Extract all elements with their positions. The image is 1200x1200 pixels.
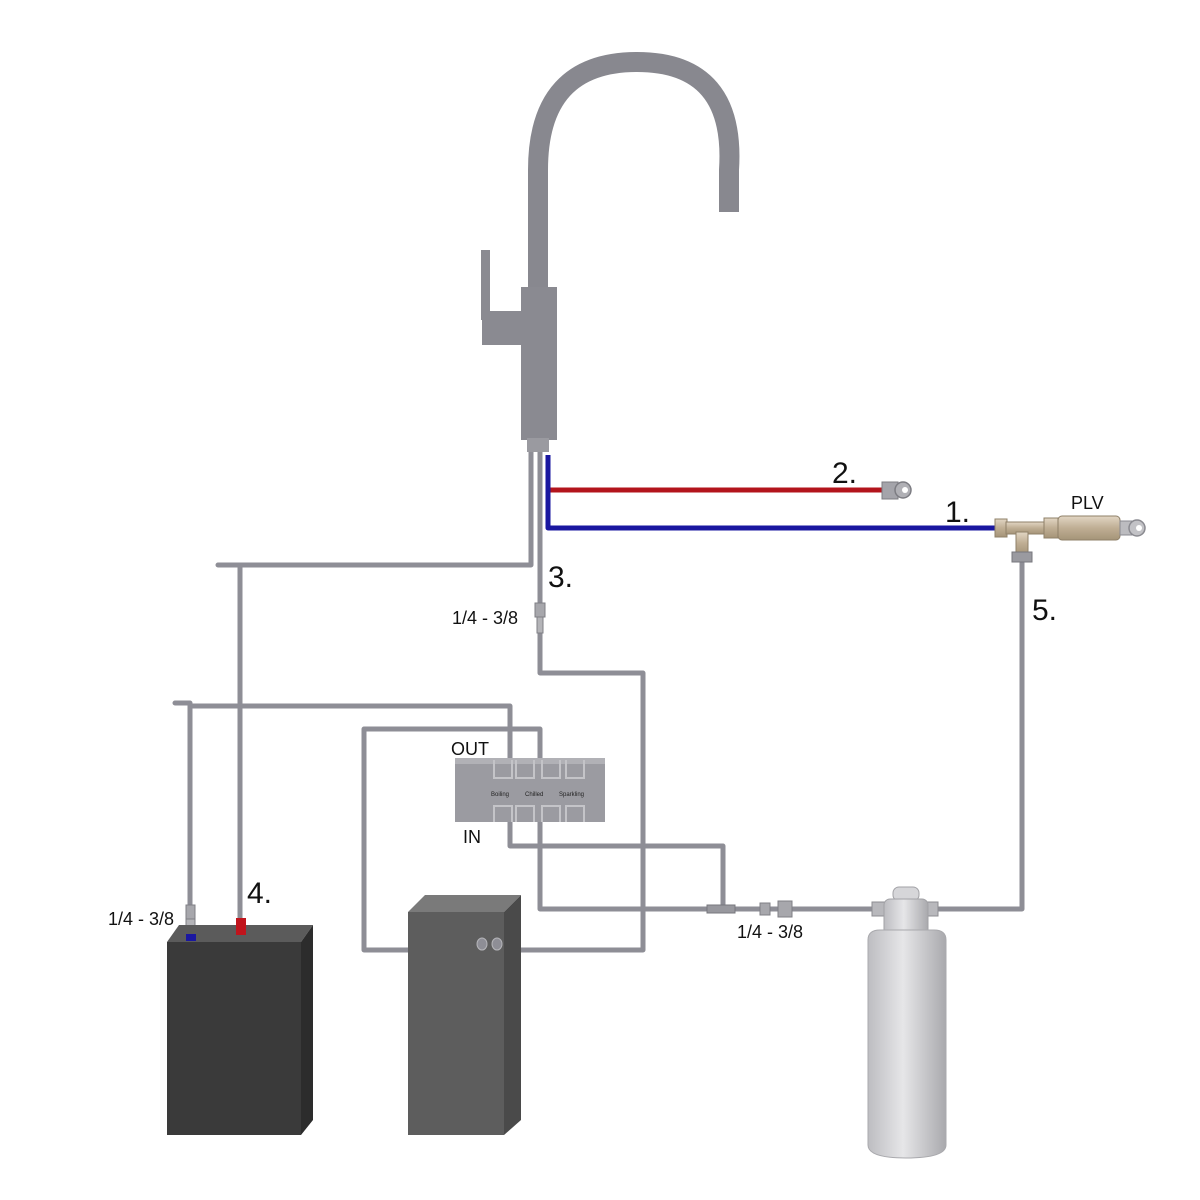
label-in: IN — [463, 827, 481, 847]
faucet — [481, 51, 740, 452]
adapter-top — [534, 602, 546, 634]
tube-5-filter-to-tee — [932, 559, 1025, 912]
tube-1-cold-blue — [545, 455, 1000, 531]
label-plv: PLV — [1071, 493, 1104, 513]
tube-manifold-to-boiler — [187, 703, 513, 763]
plv-nut — [1043, 517, 1059, 539]
label-5: 5. — [1032, 594, 1057, 627]
label-3: 3. — [548, 561, 573, 594]
grey-tubing — [172, 437, 1025, 953]
adapter-bottom — [706, 900, 793, 918]
chiller-unit — [408, 895, 521, 1135]
label-adapter-top: 1/4 - 3/8 — [452, 608, 518, 628]
faucet-shank — [527, 438, 549, 452]
label-4: 4. — [247, 877, 272, 910]
tube-2-end-fitting — [881, 481, 912, 500]
tube-boiler-inlet — [172, 700, 193, 928]
tube-3-lower — [494, 630, 646, 953]
faucet-spout — [528, 51, 740, 440]
tee-drop — [1015, 531, 1029, 555]
label-2: 2. — [832, 457, 857, 490]
manifold-label-boiling: Boiling — [491, 792, 509, 798]
colored-tubing — [545, 455, 1000, 531]
manifold-label-chilled: Chilled — [525, 792, 543, 798]
plv-body — [1057, 515, 1121, 541]
distribution-manifold: Boiling Chilled Sparkling — [455, 758, 605, 822]
tee-nut-left — [994, 518, 1008, 538]
label-out: OUT — [451, 739, 489, 759]
boiler-hot-outlet — [236, 918, 246, 935]
label-adapter-bottom: 1/4 - 3/8 — [737, 922, 803, 942]
water-filter — [867, 886, 947, 1159]
tee-drop-nut — [1011, 551, 1033, 563]
label-adapter-left: 1/4 - 3/8 — [108, 909, 174, 929]
faucet-lever — [481, 250, 490, 320]
boiler-tank — [167, 918, 313, 1135]
manifold-label-sparkling: Sparkling — [559, 792, 584, 798]
labels: 1. 2. 3. 4. 5. PLV OUT IN 1/4 - 3/8 1/4 … — [108, 457, 1104, 942]
tube-boiler-hot-out — [215, 437, 534, 568]
faucet-body — [521, 287, 557, 440]
tube-manifold-in-boiling — [507, 819, 726, 909]
boiler-cold-inlet — [186, 934, 196, 941]
label-1: 1. — [945, 496, 970, 529]
tube-manifold-in-chilled — [537, 819, 721, 912]
adapter-left — [185, 904, 196, 928]
plv-valve-assembly — [994, 515, 1146, 563]
tube-chiller-loop — [361, 726, 543, 953]
